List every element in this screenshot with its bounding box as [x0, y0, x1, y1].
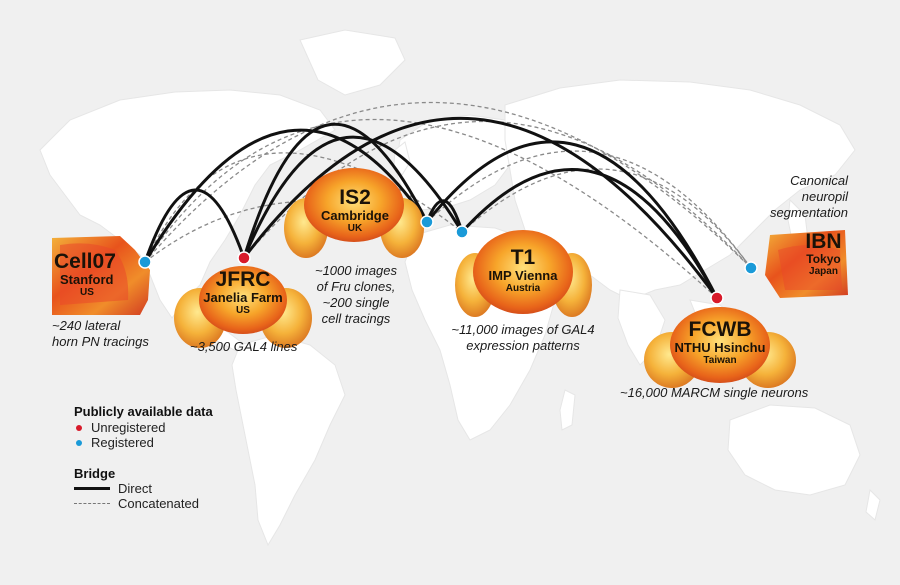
- is2-node: IS2 Cambridge UK: [309, 186, 401, 234]
- jfrc-country: US: [236, 305, 250, 316]
- ibn-caption-line: neuropil: [801, 189, 848, 204]
- bridge-jfrc-t1: [242, 135, 464, 259]
- fcwb-country: Taiwan: [703, 355, 737, 366]
- jfrc-node: JFRC Janelia Farm US: [193, 268, 293, 316]
- legend-concatenated-label: Concatenated: [118, 496, 199, 511]
- legend-bridge-title: Bridge: [74, 466, 116, 481]
- cell07-caption-line: horn PN tracings: [52, 334, 149, 349]
- jfrc-caption-line: ~3,500 GAL4 lines: [190, 339, 298, 354]
- legend-unregistered: Unregistered: [74, 420, 213, 435]
- ibn-status-dot: [744, 261, 758, 275]
- is2-brain-image: [284, 168, 424, 258]
- ibn-caption: Canonical neuropil segmentation: [764, 173, 848, 221]
- direct-bridges: [143, 116, 719, 299]
- is2-place: Cambridge: [321, 208, 389, 223]
- t1-caption-line: ~11,000 images of GAL4: [451, 322, 595, 337]
- t1-node: T1 IMP Vienna Austria: [475, 246, 571, 294]
- is2-caption-line: cell tracings: [321, 311, 391, 326]
- ibn-name: IBN: [805, 230, 842, 253]
- status-dots: [138, 215, 758, 305]
- legend-direct-label: Direct: [118, 481, 152, 496]
- legend-data-title: Publicly available data: [74, 404, 213, 419]
- legend-direct: Direct: [74, 481, 213, 496]
- legend: Publicly available data Unregistered Reg…: [74, 404, 213, 511]
- is2-caption-line: ~200 single: [322, 295, 390, 310]
- is2-status-dot: [420, 215, 434, 229]
- fcwb-brain-image: [644, 307, 796, 388]
- is2-caption: ~1000 images of Fru clones, ~200 single …: [308, 263, 404, 327]
- legend-registered: Registered: [74, 435, 213, 450]
- is2-country: UK: [347, 223, 363, 234]
- ibn-country: Japan: [809, 266, 838, 277]
- t1-caption-line: expression patterns: [466, 338, 580, 353]
- solid-line-icon: [74, 487, 110, 490]
- greenland-shape: [299, 29, 406, 96]
- jfrc-place: Janelia Farm: [203, 290, 283, 305]
- is2-caption-line: of Fru clones,: [316, 279, 396, 294]
- is2-name: IS2: [339, 186, 371, 209]
- t1-place: IMP Vienna: [488, 268, 558, 283]
- dashed-bridge-is2-ibn: [426, 150, 752, 269]
- ibn-node: IBN Tokyo Japan: [796, 230, 851, 277]
- t1-brain-image: [455, 230, 592, 317]
- jfrc-name: JFRC: [215, 268, 271, 291]
- legend-registered-label: Registered: [91, 435, 154, 450]
- bridge-cell07-is2-direct: [143, 128, 429, 263]
- dashed-bridge-cell07-ibn: [144, 101, 752, 269]
- dashed-line-icon: [74, 503, 110, 504]
- fcwb-place: NTHU Hsinchu: [674, 340, 766, 355]
- jfrc-status-dot: [237, 251, 251, 265]
- t1-name: T1: [510, 246, 536, 269]
- fcwb-caption: ~16,000 MARCM single neurons: [620, 385, 808, 401]
- south-america-shape: [231, 334, 346, 547]
- dashed-bridge-cell07-fcwb: [144, 118, 718, 299]
- bridge-is2-fcwb: [425, 140, 719, 299]
- north-america-shape: [39, 89, 336, 319]
- cell07-caption-line: ~240 lateral: [52, 318, 121, 333]
- legend-unregistered-label: Unregistered: [91, 420, 166, 435]
- cell07-place: Stanford: [60, 272, 114, 287]
- australia-shape: [727, 404, 861, 496]
- ibn-place: Tokyo: [806, 252, 841, 266]
- bridge-jfrc-fcwb: [242, 116, 719, 299]
- europe-shape: [394, 114, 521, 211]
- t1-status-dot: [455, 225, 469, 239]
- jfrc-brain-image: [174, 266, 312, 348]
- ibn-caption-line: Canonical: [790, 173, 848, 188]
- jfrc-caption: ~3,500 GAL4 lines: [190, 339, 297, 355]
- red-dot-icon: [76, 424, 82, 431]
- fcwb-node: FCWB NTHU Hsinchu Taiwan: [665, 318, 775, 366]
- ibn-brain-image: [765, 230, 848, 298]
- dashed-bridge-t1-ibn: [461, 168, 752, 269]
- new-zealand-shape: [865, 488, 881, 521]
- cell07-country: US: [80, 287, 94, 298]
- fcwb-name: FCWB: [688, 318, 752, 341]
- bridge-t1-fcwb: [460, 168, 719, 299]
- cell07-caption: ~240 lateral horn PN tracings: [52, 318, 149, 350]
- ibn-caption-line: segmentation: [769, 205, 848, 220]
- cell07-status-dot: [138, 255, 152, 269]
- t1-caption: ~11,000 images of GAL4 expression patter…: [443, 322, 603, 354]
- cell07-node: Cell07 Stanford US: [54, 250, 134, 298]
- t1-country: Austria: [505, 283, 541, 294]
- bridge-jfrc-is2: [242, 122, 429, 259]
- fcwb-caption-line: ~16,000 MARCM single neurons: [620, 385, 809, 400]
- cell07-name: Cell07: [54, 250, 116, 273]
- fcwb-status-dot: [710, 291, 724, 305]
- is2-caption-line: ~1000 images: [314, 263, 398, 278]
- blue-dot-icon: [76, 439, 82, 446]
- cell07-brain-image: [52, 236, 150, 315]
- legend-concatenated: Concatenated: [74, 496, 213, 511]
- madagascar-shape: [559, 389, 576, 431]
